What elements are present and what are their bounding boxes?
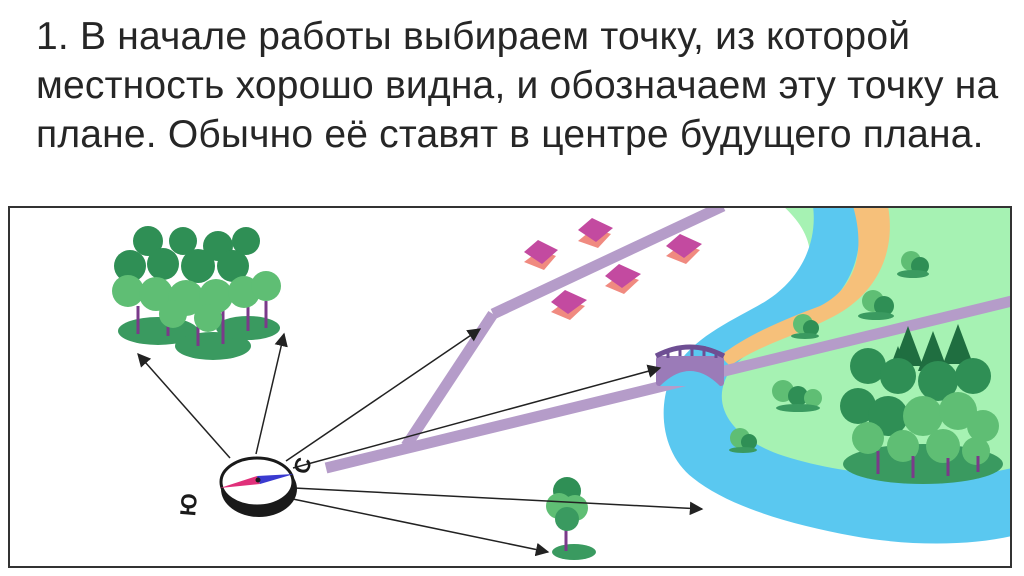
house-icon <box>551 290 587 320</box>
compass-south-label: Ю <box>175 492 202 517</box>
tree-icon <box>772 380 822 412</box>
bridge-icon <box>654 344 726 386</box>
house-icon <box>666 234 702 264</box>
forest-icon <box>112 226 281 360</box>
tree-icon <box>729 428 757 453</box>
illustration-frame <box>8 206 1012 568</box>
tree-icon <box>897 251 929 278</box>
tree-icon <box>546 477 596 560</box>
slide-text: 1. В начале работы выбираем точку, из ко… <box>36 15 999 156</box>
house-icon <box>524 240 558 270</box>
sand-strip <box>720 206 890 366</box>
terrain-illustration: С Ю <box>8 206 1012 568</box>
sight-lines <box>137 328 704 557</box>
house-icon <box>605 264 641 294</box>
forest-icon <box>840 324 1003 484</box>
compass-north-label: С <box>288 455 316 477</box>
compass-icon <box>219 456 297 517</box>
river <box>663 206 1012 544</box>
house-icon <box>578 218 613 248</box>
tree-icon <box>791 314 819 339</box>
tree-icon <box>858 290 894 320</box>
